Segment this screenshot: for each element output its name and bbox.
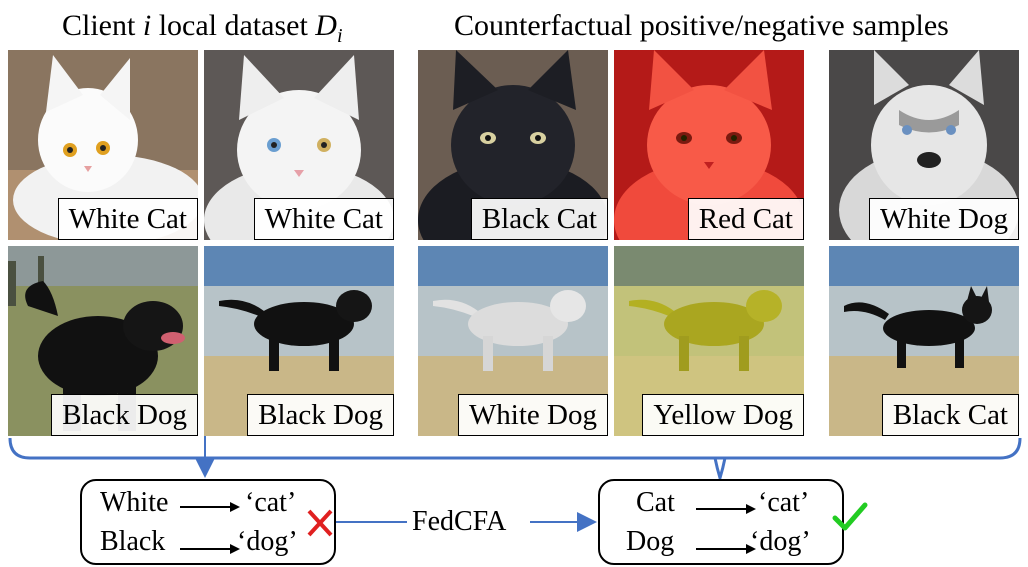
rule-row-2-label: ‘dog’ — [750, 526, 811, 557]
tile-caption: Black Dog — [247, 394, 394, 436]
tile-caption: Red Cat — [687, 198, 804, 240]
dataset-brace — [8, 437, 1022, 460]
brace-tick — [713, 457, 727, 484]
rule-row-1-label: ‘cat’ — [245, 487, 297, 518]
tile-black-cat-beach: Black Cat — [829, 246, 1019, 436]
arrow-icon — [180, 544, 240, 554]
rule-row-1: Cat — [636, 487, 675, 518]
arrow-icon — [180, 502, 240, 512]
tile-caption: Yellow Dog — [642, 394, 804, 436]
right-heading: Counterfactual positive/negative samples — [454, 9, 949, 42]
causal-rule-box: Cat ‘cat’ Dog ‘dog’ — [598, 479, 844, 565]
rule-row-2-label: ‘dog’ — [237, 526, 298, 557]
tile-caption: Black Dog — [51, 394, 198, 436]
tile-caption: Black Cat — [470, 198, 608, 240]
tile-black-dog-2: Black Dog — [204, 246, 394, 436]
fedcfa-label: FedCFA — [408, 505, 511, 539]
arrow-icon — [696, 504, 756, 514]
tile-caption: Black Cat — [881, 394, 1019, 436]
tile-black-dog-1: Black Dog — [8, 246, 198, 436]
tile-white-dog: White Dog — [829, 50, 1019, 240]
tile-red-cat: Red Cat — [614, 50, 804, 240]
spurious-rule-box: White ‘cat’ Black ‘dog’ — [80, 479, 336, 565]
arrow-icon — [696, 544, 756, 554]
red-cross-icon — [307, 509, 333, 537]
rule-row-2: Dog — [626, 526, 675, 557]
tile-black-cat: Black Cat — [418, 50, 608, 240]
tile-caption: White Dog — [868, 198, 1019, 240]
tile-white-cat-1: White Cat — [8, 50, 198, 240]
left-heading: Client i local dataset Di — [62, 9, 343, 47]
tile-white-cat-2: White Cat — [204, 50, 394, 240]
rule-row-1-label: ‘cat’ — [758, 487, 810, 518]
green-check-icon — [832, 502, 868, 531]
tile-white-dog-beach: White Dog — [418, 246, 608, 436]
tile-yellow-dog: Yellow Dog — [614, 246, 804, 436]
rule-row-2: Black — [100, 526, 166, 557]
tile-caption: White Cat — [253, 198, 394, 240]
tile-caption: White Cat — [57, 198, 198, 240]
tile-caption: White Dog — [457, 394, 608, 436]
rule-row-1: White — [100, 487, 169, 518]
